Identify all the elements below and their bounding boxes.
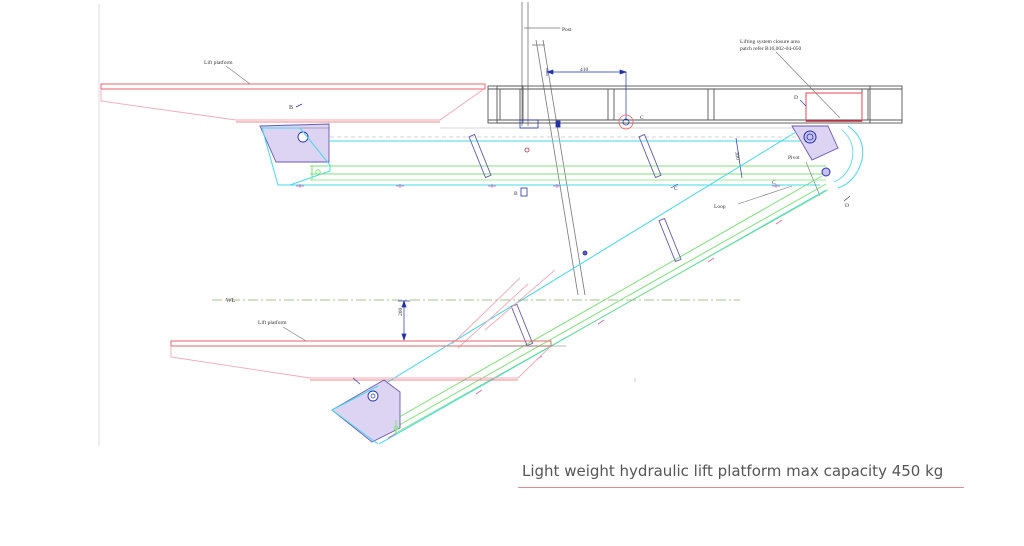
pivot-label: Pivot <box>788 155 800 161</box>
post-base <box>519 114 634 256</box>
lift-platform-bottom-label: Lift platform <box>258 319 287 326</box>
dim-200-label: 200 <box>398 308 404 317</box>
ghost-arm <box>451 269 556 349</box>
upper-linkage <box>259 123 826 186</box>
closure-area-label-2: patch refer B16,002-04-050 <box>740 45 801 52</box>
closure-area-leader <box>775 51 841 119</box>
caption: Light weight hydraulic lift platform max… <box>522 462 944 480</box>
mark-c3: C <box>772 180 776 186</box>
mark-b1: B <box>289 105 293 111</box>
dim-300-label: 300 <box>733 151 740 160</box>
mark-c1: C <box>640 115 644 121</box>
lift-platform-upper <box>100 83 486 123</box>
dim-410-label: 410 <box>580 67 589 73</box>
post <box>521 2 586 296</box>
loop-label: Loop <box>714 204 726 210</box>
lower-bracket <box>331 379 401 445</box>
upper-struts <box>468 133 662 179</box>
frame-structure <box>487 85 903 124</box>
upper-rail-ticks <box>296 184 780 188</box>
dimension-410 <box>545 68 628 120</box>
diagonal-struts <box>510 217 682 347</box>
mark-c2: C <box>674 186 678 192</box>
lift-platform-lower <box>170 340 566 381</box>
dimension-300 <box>735 137 743 179</box>
diagonal-ticks <box>475 219 783 395</box>
closure-area-label-1: Lifting system closure area <box>740 38 800 45</box>
mark-d1: D <box>794 95 798 101</box>
mark-d2: D <box>845 203 849 209</box>
post-label: Post <box>562 27 572 33</box>
pivot-assembly <box>791 125 864 197</box>
water-line-label: WL <box>226 298 236 304</box>
lift-platform-top-label: Lift platform <box>204 59 233 66</box>
caption-underline <box>518 487 964 488</box>
mark-b2: B <box>514 191 518 197</box>
diagonal-linkage <box>377 131 829 445</box>
closure-area-box <box>805 92 863 122</box>
dimension-200 <box>398 299 410 342</box>
